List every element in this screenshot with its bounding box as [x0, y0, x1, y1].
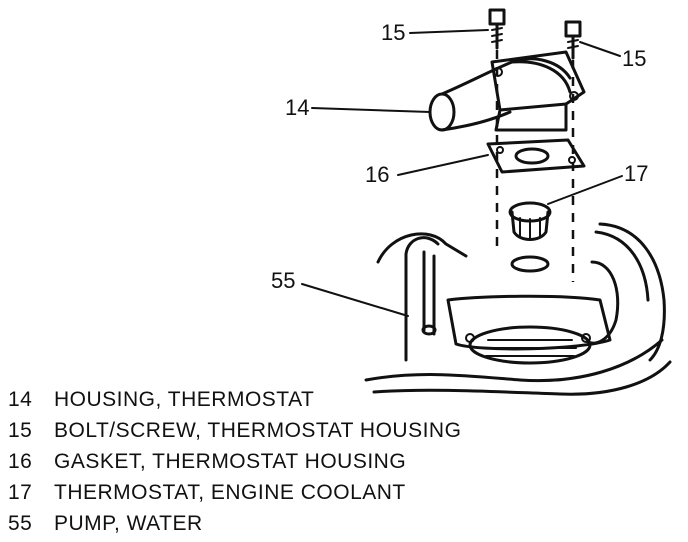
legend-row: 14 HOUSING, THERMOSTAT: [8, 384, 461, 415]
thermostat-housing: [428, 50, 586, 132]
legend-text: GASKET, THERMOSTAT HOUSING: [54, 450, 407, 473]
legend-row: 15 BOLT/SCREW, THERMOSTAT HOUSING: [8, 415, 461, 446]
legend-number: 15: [8, 419, 33, 442]
callout-14: 14: [285, 95, 309, 120]
callout-16: 16: [365, 162, 389, 187]
bolt-right: [564, 20, 582, 60]
leader-14: [311, 107, 431, 113]
legend-text: PUMP, WATER: [54, 512, 203, 535]
water-pump: [364, 222, 672, 396]
legend-text: BOLT/SCREW, THERMOSTAT HOUSING: [54, 419, 462, 442]
legend-row: 55 PUMP, WATER: [8, 508, 461, 539]
housing-gasket: [486, 138, 586, 174]
callout-15-left: 15: [381, 20, 405, 45]
leader-55: [301, 283, 409, 317]
leader-17: [547, 175, 623, 205]
legend-number: 16: [8, 450, 33, 473]
legend-number: 55: [8, 512, 33, 535]
callout-17: 17: [624, 161, 648, 186]
parts-legend: 14 HOUSING, THERMOSTAT 15 BOLT/SCREW, THER…: [8, 384, 461, 539]
callout-55: 55: [271, 268, 295, 293]
bolt-left: [488, 8, 506, 50]
leader-16: [397, 154, 489, 176]
legend-row: 17 THERMOSTAT, ENGINE COOLANT: [8, 477, 461, 508]
legend-text: HOUSING, THERMOSTAT: [54, 388, 315, 411]
legend-number: 17: [8, 481, 33, 504]
legend-text: THERMOSTAT, ENGINE COOLANT: [54, 481, 406, 504]
leader-15-left: [409, 29, 489, 34]
leader-15-right: [579, 41, 621, 57]
engine-coolant-thermostat: [508, 201, 552, 273]
legend-row: 16 GASKET, THERMOSTAT HOUSING: [8, 446, 461, 477]
legend-number: 14: [8, 388, 33, 411]
callout-15-right: 15: [622, 46, 646, 71]
